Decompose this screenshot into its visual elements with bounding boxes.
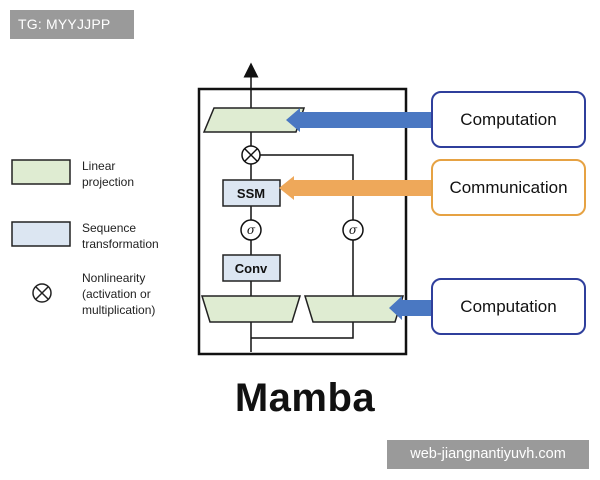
- legend-nonlinearity-label: Nonlinearity (activation or multiplicati…: [82, 270, 155, 318]
- computation-callout-bottom: Computation: [431, 278, 586, 335]
- legend-linear-swatch: [11, 159, 71, 185]
- multiply-node: [241, 145, 261, 165]
- legend-linear-line-1: Linear: [82, 159, 116, 173]
- input-linear-projection-left: [200, 295, 302, 323]
- legend-nonlinearity-line-1: Nonlinearity: [82, 271, 146, 285]
- legend-linear-label: Linear projection: [82, 158, 134, 190]
- connection-lines: [250, 132, 354, 352]
- ssm-label: SSM: [237, 186, 265, 201]
- sigma-node-right: [342, 219, 364, 241]
- legend-sequence-line-1: Sequence: [82, 221, 137, 235]
- mamba-block-frame: [197, 87, 408, 356]
- legend-sequence-line-2: transformation: [82, 237, 159, 251]
- input-linear-projection-right: [303, 295, 405, 323]
- legend-nonlinearity-line-2: (activation or: [82, 287, 151, 301]
- site-watermark-badge: web-jiangnantiyuvh.com: [387, 440, 589, 469]
- legend-sequence-label: Sequence transformation: [82, 220, 159, 252]
- computation-callout-top: Computation: [431, 91, 586, 148]
- sigma-node-left: [240, 219, 262, 241]
- computation-arrow-top: [286, 108, 432, 132]
- sigma-label-left: σ: [247, 223, 256, 237]
- communication-callout: Communication: [431, 159, 586, 216]
- legend-linear-line-2: projection: [82, 175, 135, 189]
- communication-arrow: [279, 176, 432, 200]
- conv-label: Conv: [235, 261, 268, 276]
- diagram-title: Mamba: [234, 376, 376, 420]
- conv-block: [222, 254, 281, 282]
- legend-nonlinearity-icon: [32, 283, 52, 303]
- sigma-label-right: σ: [349, 223, 358, 237]
- output-linear-projection: [202, 107, 306, 133]
- ssm-block: [222, 179, 281, 207]
- tg-watermark-badge: TG: MYYJJPP: [10, 10, 134, 39]
- legend-sequence-swatch: [11, 221, 71, 247]
- computation-arrow-bottom: [389, 296, 432, 320]
- legend-nonlinearity-line-3: multiplication): [82, 303, 156, 317]
